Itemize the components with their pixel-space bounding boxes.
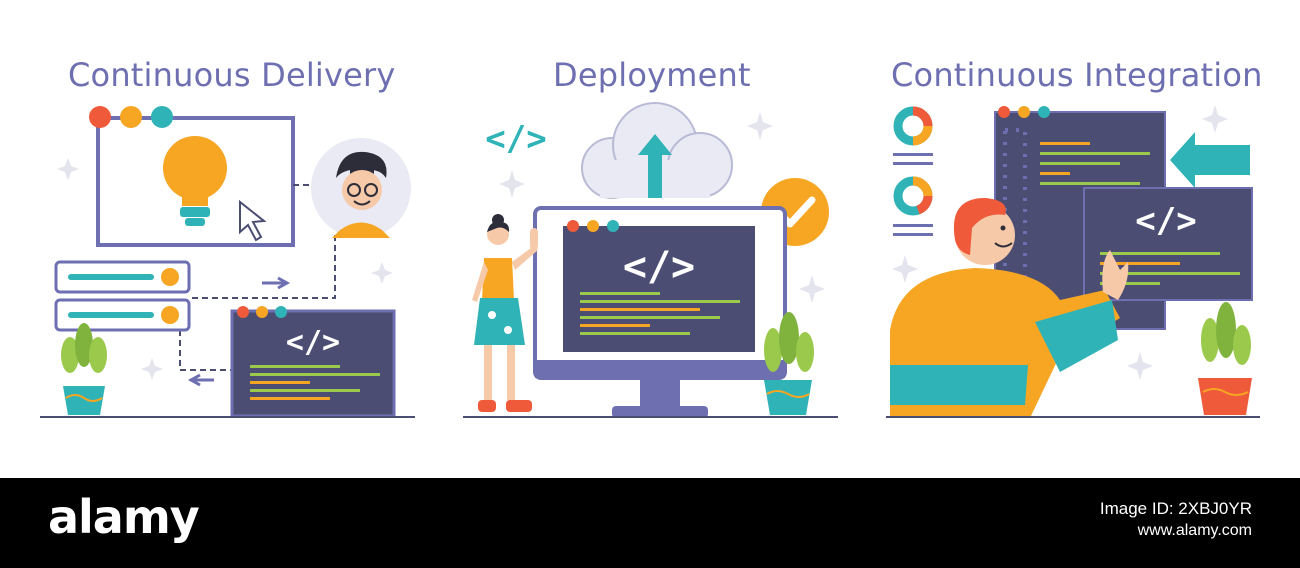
donut-chart-icon xyxy=(893,106,933,146)
panel-title-continuous-integration: Continuous Integration xyxy=(891,56,1263,94)
continuous-integration-panel xyxy=(886,105,1260,418)
brand-logo: alamy xyxy=(48,490,200,544)
window-dot-teal xyxy=(151,106,173,128)
settings-card-2 xyxy=(54,298,191,332)
arrow-right-icon xyxy=(262,276,291,290)
ground-line-3 xyxy=(886,416,1260,418)
code-tag-icon: </> xyxy=(485,119,546,159)
window-dot-red xyxy=(89,106,111,128)
code-tag-icon: </> xyxy=(1135,201,1196,241)
continuous-delivery-panel xyxy=(40,106,415,418)
cursor-icon xyxy=(239,199,267,242)
woman-figure xyxy=(472,214,538,412)
panel-title-deployment: Deployment xyxy=(553,56,751,94)
cloud-upload-icon xyxy=(581,102,733,199)
donut-chart-icon xyxy=(893,176,933,216)
arrow-left-icon xyxy=(187,373,214,387)
plant-icon xyxy=(764,312,814,415)
man-figure xyxy=(890,198,1129,418)
ground-line-2 xyxy=(463,416,838,418)
stock-footer: alamy Image ID: 2XBJ0YR www.alamy.com xyxy=(0,478,1300,568)
illustration-stage: </> </> </> </> Continuous Delivery Depl… xyxy=(40,56,1263,418)
code-window xyxy=(230,306,396,418)
monitor xyxy=(533,206,787,418)
settings-card-1 xyxy=(54,260,191,294)
code-tag-icon: </> xyxy=(623,244,695,290)
illustration-artwork: </> </> </> </> xyxy=(40,102,1260,418)
plant-icon xyxy=(1198,302,1252,415)
site-url: www.alamy.com xyxy=(1137,522,1252,539)
avatar xyxy=(311,138,411,238)
deployment-panel xyxy=(463,102,838,418)
window-dot-orange xyxy=(120,106,142,128)
panel-title-continuous-delivery: Continuous Delivery xyxy=(68,56,396,94)
ground-line-1 xyxy=(40,416,415,418)
image-id-label: Image ID: 2XBJ0YR xyxy=(1099,499,1252,518)
plant-icon xyxy=(61,323,107,415)
code-tag-icon: </> xyxy=(286,325,340,360)
lightbulb-icon xyxy=(163,136,227,226)
arrow-left-icon xyxy=(1170,132,1250,188)
image-id-block: Image ID: 2XBJ0YR www.alamy.com xyxy=(1100,498,1252,542)
